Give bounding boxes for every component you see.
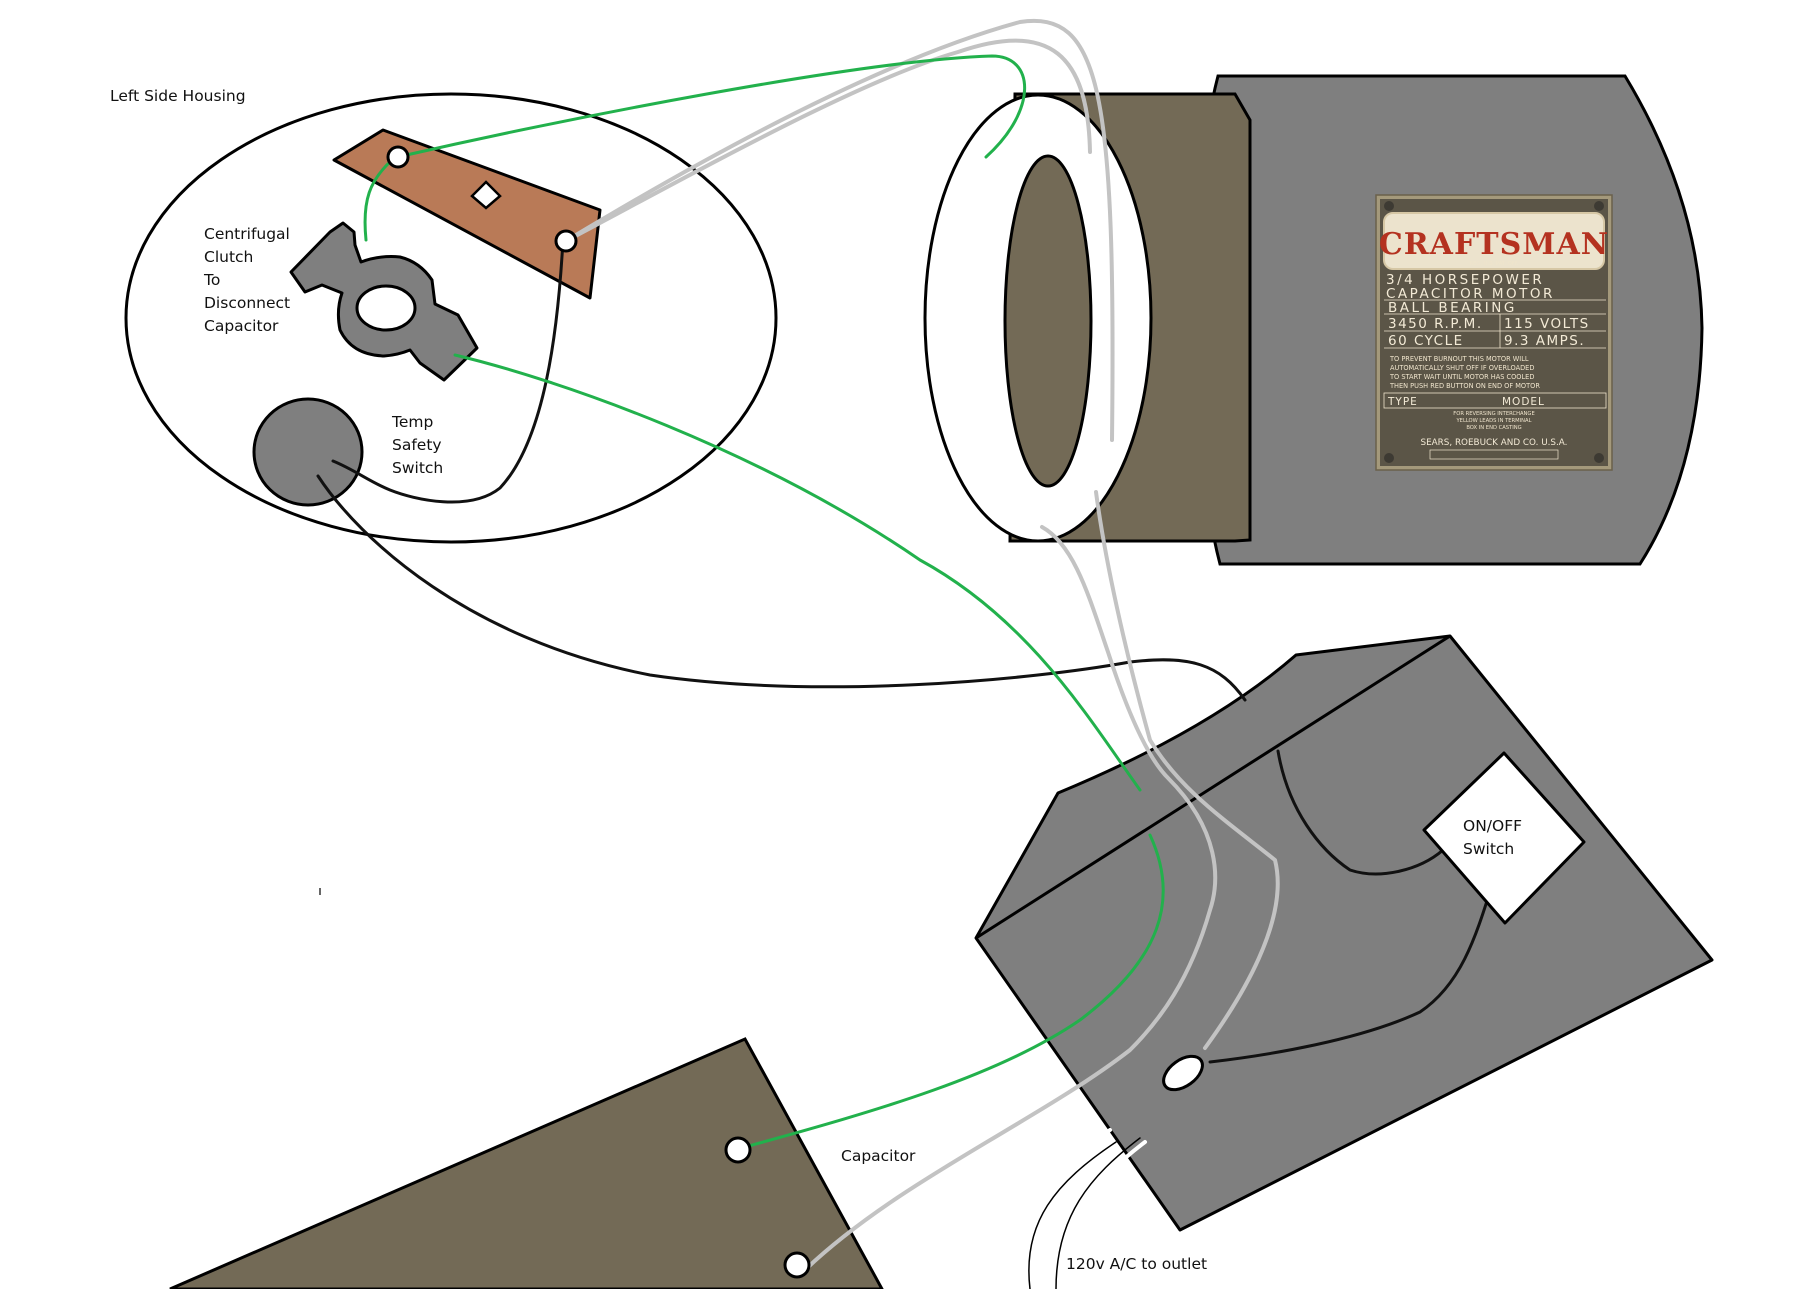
- label-capacitor: Capacitor: [841, 1147, 916, 1165]
- temp-safety-switch: [252, 397, 364, 507]
- white-wire-motor-to-box-1: [804, 525, 1218, 1271]
- power-plug: [1162, 1054, 1204, 1092]
- nameplate-rev2: YELLOW LEADS IN TERMINAL: [1456, 418, 1532, 424]
- outlet-cord-2-outline: [1055, 1137, 1141, 1289]
- nameplate-model: MODEL: [1502, 396, 1545, 408]
- nameplate-line1: 3/4 HORSEPOWER: [1386, 272, 1544, 288]
- nameplate-warn1: TO PREVENT BURNOUT THIS MOTOR WILL: [1389, 355, 1529, 363]
- switch-box-edge: [975, 634, 1451, 940]
- nameplate-rpm: 3450 R.P.M.: [1388, 316, 1483, 332]
- label-temp-line2: Safety: [392, 436, 442, 454]
- green-wire-strip-to-motor: [400, 54, 1027, 159]
- black-wire-box-to-onoff: [1276, 749, 1445, 876]
- on-off-switch[interactable]: [1422, 751, 1586, 925]
- terminal-strip-slot: [470, 180, 502, 210]
- black-wire-temp-to-box: [316, 474, 1247, 702]
- label-clutch-line5: Capacitor: [204, 317, 279, 335]
- nameplate-volts: 115 VOLTS: [1504, 316, 1590, 332]
- capacitor-terminal-1: [724, 1136, 752, 1164]
- label-outlet: 120v A/C to outlet: [1066, 1255, 1207, 1273]
- label-onoff-line2: Switch: [1463, 840, 1514, 858]
- outlet-cord-1-outline: [1028, 1141, 1117, 1289]
- terminal-strip: [332, 128, 602, 300]
- nameplate-reg: REG. U.S. PAT. OFF.: [1470, 261, 1519, 267]
- black-wire-strip-to-temp: [331, 238, 565, 504]
- nameplate-warn2: AUTOMATICALLY SHUT OFF IF OVERLOADED: [1390, 364, 1534, 372]
- nameplate-rev3: BOX IN END CASTING: [1466, 425, 1521, 431]
- label-temp-line3: Switch: [392, 459, 443, 477]
- green-wire-strip-to-clutch: [363, 158, 394, 242]
- nameplate-type: TYPE: [1387, 396, 1418, 408]
- terminal-post-right: [554, 229, 578, 253]
- black-wire-onoff-to-plug: [1208, 883, 1494, 1064]
- wires: [316, 18, 1586, 1289]
- green-wire-clutch-to-box: [453, 353, 1142, 792]
- nameplate-cycle: 60 CYCLE: [1388, 333, 1464, 349]
- switch-box: [974, 634, 1714, 1232]
- label-onoff-line1: ON/OFF: [1463, 817, 1522, 835]
- white-wire-motor-to-box-2: [1094, 490, 1280, 1050]
- clutch-center-hole: [355, 284, 417, 332]
- label-clutch-line3: To: [203, 271, 220, 289]
- capacitor-terminal-2: [783, 1251, 811, 1279]
- motor-shaft-opening: [1003, 154, 1093, 488]
- outlet-cord-2: [1060, 1140, 1147, 1289]
- nameplate-brand: CRAFTSMAN: [1379, 227, 1609, 262]
- label-clutch-line2: Clutch: [204, 248, 253, 266]
- outlet-cord-1: [1018, 1128, 1112, 1289]
- white-wire-strip-to-motor-2: [564, 18, 1115, 442]
- nameplate-line3: BALL BEARING: [1388, 300, 1517, 316]
- label-left-side-housing: Left Side Housing: [110, 87, 246, 105]
- label-clutch-line4: Disconnect: [204, 294, 290, 312]
- nameplate-maker: SEARS, ROEBUCK AND CO. U.S.A.: [1421, 438, 1568, 448]
- capacitor-body: [169, 1037, 884, 1289]
- craftsman-nameplate: CRAFTSMAN REG. U.S. PAT. OFF. 3/4 HORSEP…: [1375, 194, 1613, 471]
- label-clutch-line1: Centrifugal: [204, 225, 290, 243]
- green-wire-box-to-capacitor: [743, 833, 1165, 1149]
- terminal-post-left: [386, 145, 410, 169]
- nameplate-rev1: FOR REVERSING INTERCHANGE: [1453, 411, 1534, 417]
- nameplate-warn3: TO START WAIT UNTIL MOTOR HAS COOLED: [1389, 373, 1534, 381]
- label-temp-line1: Temp: [391, 413, 433, 431]
- nameplate-warn4: THEN PUSH RED BUTTON ON END OF MOTOR: [1389, 382, 1540, 390]
- nameplate-line2: CAPACITOR MOTOR: [1386, 286, 1555, 302]
- nameplate-amps: 9.3 AMPS.: [1504, 333, 1585, 349]
